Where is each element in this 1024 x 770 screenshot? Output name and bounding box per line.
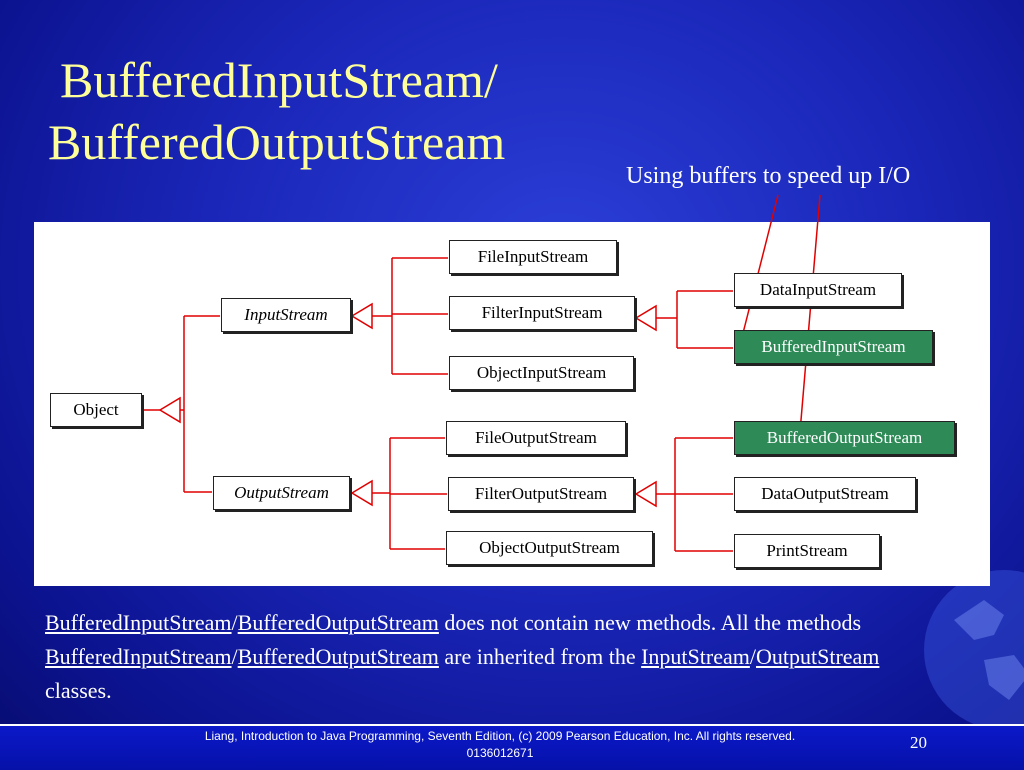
body-text-segment: classes. [45, 678, 112, 703]
link-bufferedinputstream[interactable]: BufferedInputStream [45, 610, 232, 635]
link-bufferedinputstream-2[interactable]: BufferedInputStream [45, 644, 232, 669]
link-bufferedoutputstream[interactable]: BufferedOutputStream [237, 610, 439, 635]
body-text-segment: are inherited from the [438, 644, 642, 669]
link-outputstream[interactable]: OutputStream [755, 644, 880, 669]
class-printstream: PrintStream [734, 534, 880, 568]
separator: / [231, 610, 238, 635]
link-bufferedoutputstream-2[interactable]: BufferedOutputStream [237, 644, 439, 669]
class-fileoutputstream: FileOutputStream [446, 421, 626, 455]
class-inputstream: InputStream [221, 298, 351, 332]
class-objectoutputstream: ObjectOutputStream [446, 531, 653, 565]
class-bufferedoutputstream: BufferedOutputStream [734, 421, 955, 455]
class-bufferedinputstream: BufferedInputStream [734, 330, 933, 364]
body-text-segment: does not contain new methods. All the me… [438, 610, 862, 635]
separator: / [749, 644, 756, 669]
title-line-2: BufferedOutputStream [48, 114, 506, 170]
globe-icon [924, 570, 1024, 730]
footer-citation: Liang, Introduction to Java Programming,… [204, 729, 796, 760]
separator: / [231, 644, 238, 669]
link-inputstream[interactable]: InputStream [641, 644, 750, 669]
class-objectinputstream: ObjectInputStream [449, 356, 634, 390]
class-datainputstream: DataInputStream [734, 273, 902, 307]
class-object: Object [50, 393, 142, 427]
footer-bar [0, 724, 1024, 770]
page-number: 20 [910, 733, 927, 752]
body-paragraph: BufferedInputStream/BufferedOutputStream… [45, 606, 925, 708]
class-outputstream: OutputStream [213, 476, 350, 510]
subtitle-annotation: Using buffers to speed up I/O [626, 163, 911, 189]
class-fileinputstream: FileInputStream [449, 240, 617, 274]
class-filterinputstream: FilterInputStream [449, 296, 635, 330]
class-dataoutputstream: DataOutputStream [734, 477, 916, 511]
title-line-1: BufferedInputStream/ [60, 52, 498, 108]
class-filteroutputstream: FilterOutputStream [448, 477, 634, 511]
